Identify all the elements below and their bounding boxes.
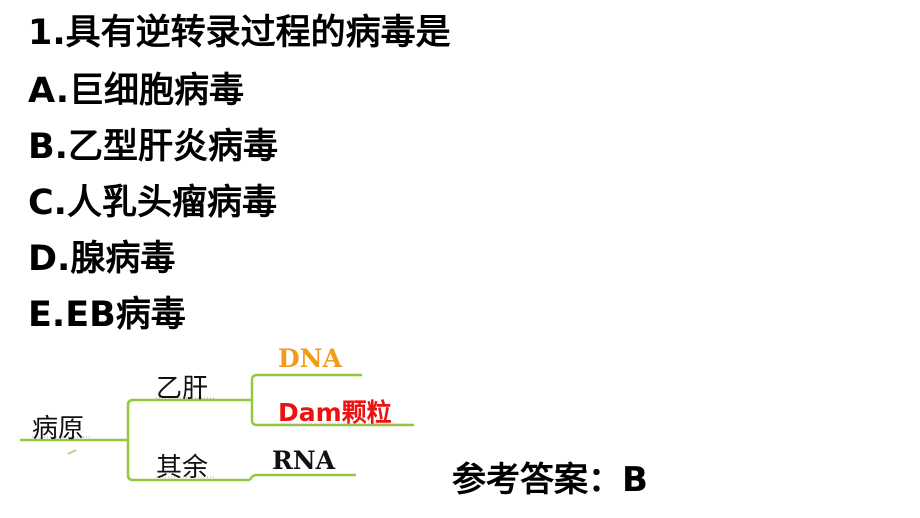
root-label: 病原 xyxy=(32,414,85,444)
branch-hbv-label: 乙肝 xyxy=(156,374,209,404)
leaf-dna: DNA xyxy=(278,344,342,373)
reference-answer: 参考答案：B xyxy=(452,460,648,500)
question-stem: 1.具有逆转录过程的病毒是 xyxy=(28,13,451,53)
option-b: B.乙型肝炎病毒 xyxy=(28,127,278,167)
option-a: A.巨细胞病毒 xyxy=(28,71,245,111)
option-e: E.EB病毒 xyxy=(28,295,186,335)
option-c: C.人乳头瘤病毒 xyxy=(28,183,277,223)
leaf-dane-particle: Dam颗粒 xyxy=(278,398,392,427)
mind-map-diagram: 病原 乙肝 其余 DNA Dam颗粒 RNA xyxy=(0,330,440,518)
branch-other-label: 其余 xyxy=(156,453,209,483)
leaf-rna: RNA xyxy=(272,446,336,475)
mind-map-lines xyxy=(20,373,414,482)
option-d: D.腺病毒 xyxy=(28,239,176,279)
